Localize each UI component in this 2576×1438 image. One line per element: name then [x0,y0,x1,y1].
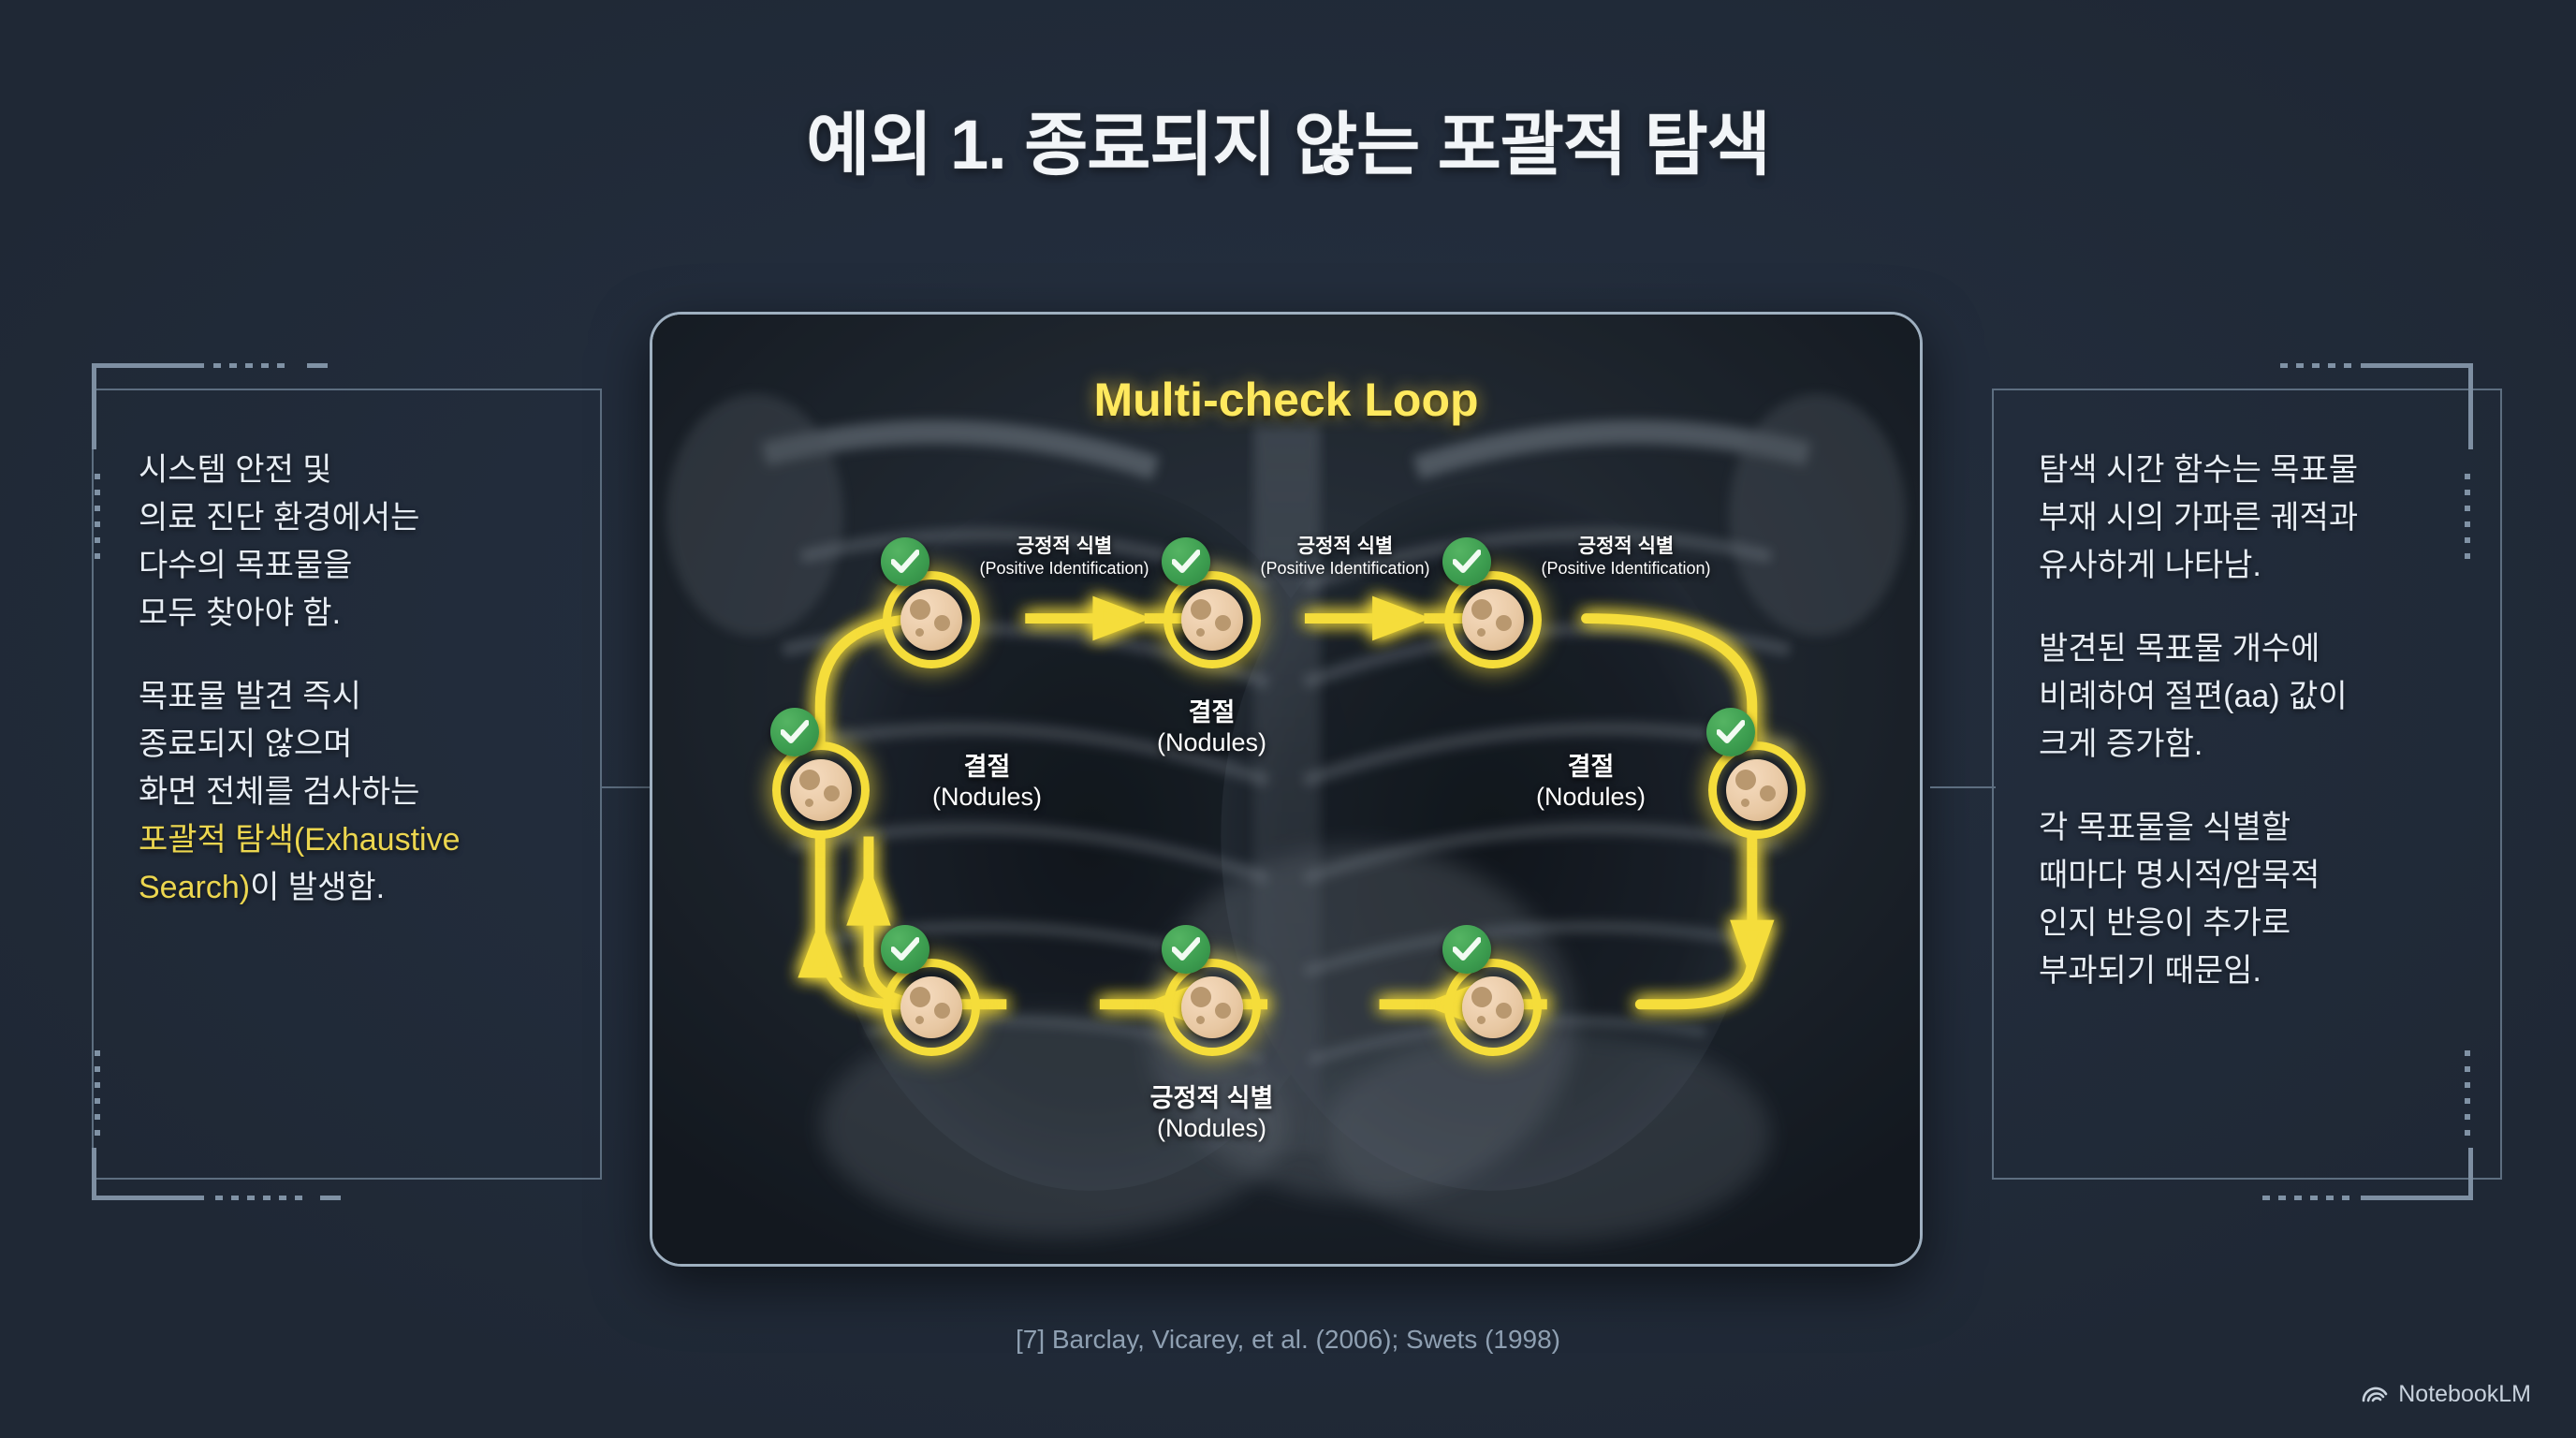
multi-check-loop-diagram: Multi-check Loop [652,315,1920,1264]
check-badge-bottom-right [1442,925,1491,974]
corner-dash-row-bottom-wide [320,1196,341,1200]
loop-node-bottom-center[interactable] [1164,959,1261,1056]
check-badge-bottom-center [1162,925,1210,974]
xray-image-frame: Multi-check Loop [650,312,1923,1267]
node-ring [1164,959,1261,1056]
node-ring [1444,959,1542,1056]
corner-dash-row-right [2280,363,2351,368]
notebooklm-logo-icon [2361,1379,2389,1410]
label-middle-left: 결절 (Nodules) [931,753,1043,811]
nodule-icon [1462,589,1524,651]
label-top-center-nodule: 결절 (Nodules) [1156,698,1267,756]
node-ring [883,571,980,668]
corner-dash-row [213,363,285,368]
check-badge-bottom-left [881,925,929,974]
nodule-icon [1726,759,1788,821]
loop-title: Multi-check Loop [1093,374,1479,426]
loop-node-middle-right[interactable] [1708,741,1806,839]
check-badge-top-right [1442,537,1491,586]
node-ring [772,741,870,839]
corner-dash-row-bottom [215,1196,302,1200]
nodule-icon [900,589,962,651]
node-ring [1444,571,1542,668]
check-badge-middle-left [770,708,819,756]
check-badge-top-left [881,537,929,586]
left-paragraph-2-post: 이 발생함. [250,870,386,905]
nodule-icon [790,759,852,821]
node-ring [1164,571,1261,668]
notebooklm-label: NotebookLM [2398,1381,2531,1407]
label-middle-right: 결절 (Nodules) [1535,753,1647,811]
citation: [7] Barclay, Vicarey, et al. (2006); Swe… [1015,1325,1561,1354]
nodule-icon [1462,976,1524,1038]
node-ring [1708,741,1806,839]
notebooklm-brand: NotebookLM [2361,1379,2531,1410]
loop-node-top-right[interactable] [1444,571,1542,668]
corner-dash-row-wide [307,363,328,368]
nodule-icon [1181,589,1243,651]
page-title: 예외 1. 종료되지 않는 포괄적 탐색 [806,106,1771,183]
node-ring [883,959,980,1056]
right-panel-connector [1930,786,1996,788]
loop-node-top-left[interactable] [883,571,980,668]
left-panel-connector [602,786,656,788]
check-badge-middle-right [1706,708,1755,756]
loop-node-bottom-left[interactable] [883,959,980,1056]
label-top-left: 긍정적 식별 (Positive Identification) [979,536,1149,578]
nodule-icon [900,976,962,1038]
loop-node-bottom-right[interactable] [1444,959,1542,1056]
label-top-right: 긍정적 식별 (Positive Identification) [1541,536,1711,578]
loop-node-top-center[interactable] [1164,571,1261,668]
label-bottom-center: 긍정적 식별 (Nodules) [1149,1084,1274,1142]
exhaustive-search-highlight: 포괄적 탐색(Exhaustive Search) [139,822,461,905]
loop-node-middle-left[interactable] [772,741,870,839]
corner-dash-row-right-bottom [2262,1196,2349,1200]
check-badge-top-center [1162,537,1210,586]
nodule-icon [1181,976,1243,1038]
label-top-center: 긍정적 식별 (Positive Identification) [1260,536,1430,578]
